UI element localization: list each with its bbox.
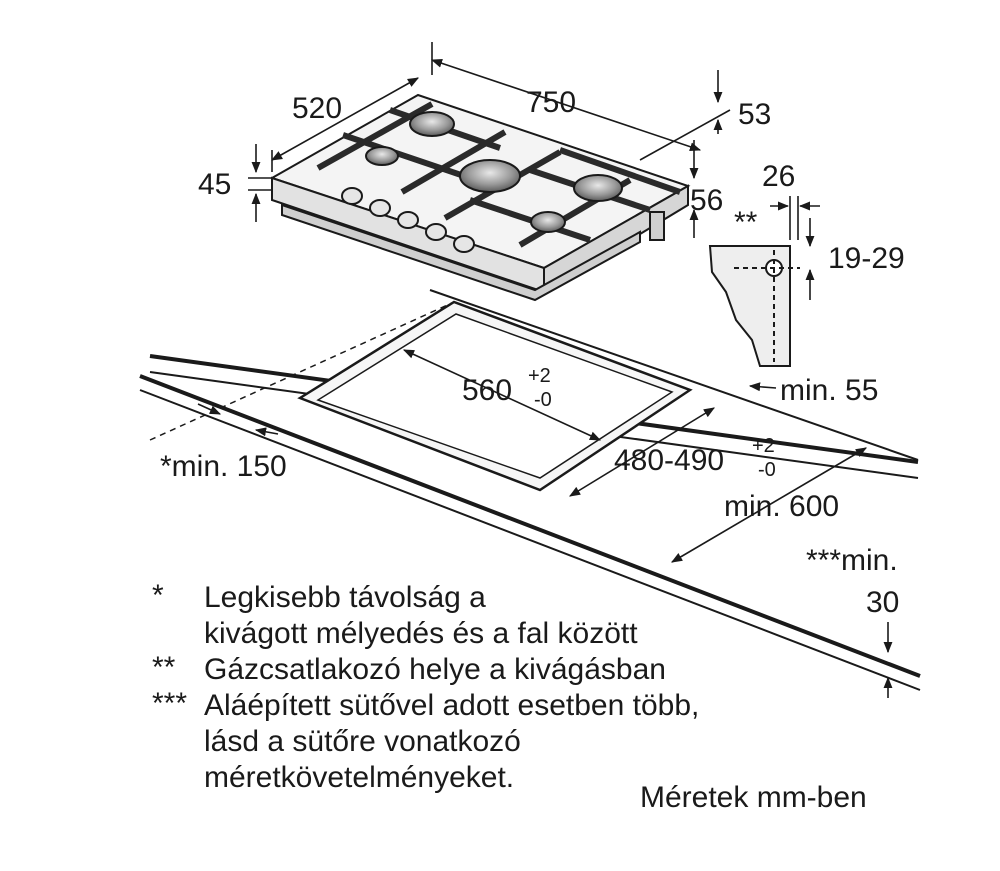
note-3-line-1: Aláépített sütővel adott esetben több, (204, 689, 700, 722)
dim-520: 520 (292, 92, 342, 125)
note-1-line-1: Legkisebb távolság a (204, 581, 486, 614)
dim-750: 750 (526, 86, 576, 119)
dim-480-490-tol-plus: +2 (752, 435, 775, 457)
dim-560: 560 (462, 374, 512, 407)
gas-connector (649, 211, 665, 241)
dim-480-490: 480-490 (614, 444, 724, 477)
units-label: Méretek mm-ben (640, 781, 867, 814)
dim-560-tol-plus: +2 (528, 365, 551, 387)
cutout-dimension-lines (197, 349, 893, 698)
dim-min-55: min. 55 (780, 374, 878, 407)
dim-26: 26 (762, 160, 795, 193)
burner-rear-left (409, 111, 455, 137)
note-3-line-2: lásd a sütőre vonatkozó (204, 725, 521, 758)
dim-56: 56 (690, 184, 723, 217)
burner-center (459, 159, 521, 193)
note-2-line-1: Gázcsatlakozó helye a kivágásban (204, 653, 666, 686)
dim-45: 45 (198, 168, 231, 201)
hob-body (281, 203, 641, 302)
dim-min-30-line1: ***min. (806, 544, 898, 577)
dimension-labels: 520 750 53 45 56 26 19-29 ** 560 +2 -0 4… (160, 86, 905, 619)
dim-53: 53 (738, 98, 771, 131)
note-2-marker: ** (152, 651, 176, 684)
dim-min-600: min. 600 (724, 490, 839, 523)
dim-min-30-line2: 30 (866, 586, 899, 619)
control-knobs (341, 187, 475, 253)
note-1-marker: * (152, 579, 164, 612)
dim-gas-marker: ** (734, 206, 758, 239)
dim-19-29: 19-29 (828, 242, 905, 275)
dim-min-150: *min. 150 (160, 450, 287, 483)
burner-rear-right (573, 174, 623, 202)
hob-dimension-lines (248, 42, 820, 300)
note-3-marker: *** (152, 687, 188, 720)
dim-560-tol-minus: -0 (534, 389, 552, 411)
note-3-line-3: méretkövetelményeket. (204, 761, 515, 794)
burner-front-left (365, 146, 399, 166)
note-1-line-2: kivágott mélyedés és a fal között (204, 617, 638, 650)
dim-480-490-tol-minus: -0 (758, 459, 776, 481)
burner-front-right (530, 211, 566, 233)
gas-connector-detail (708, 245, 800, 367)
